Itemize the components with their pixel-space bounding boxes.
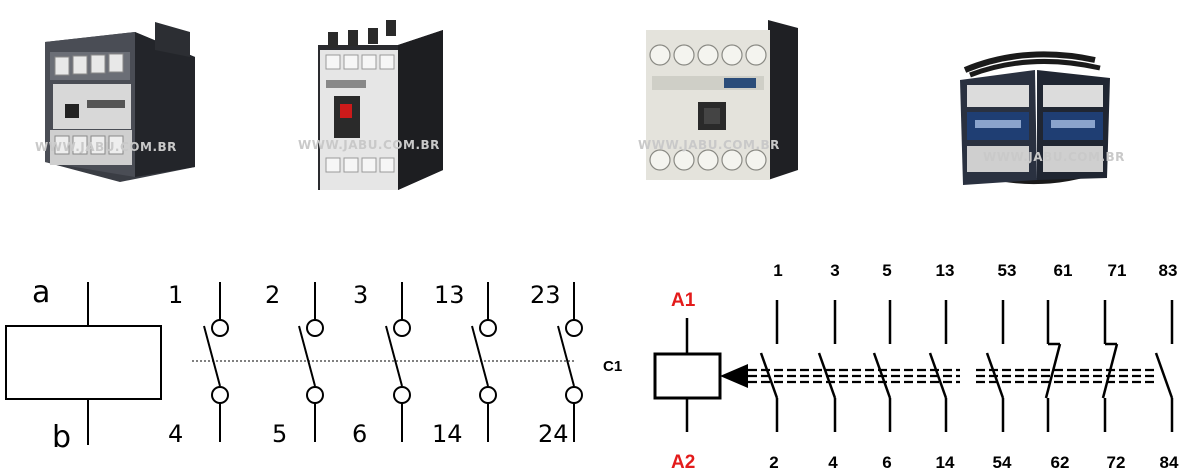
contact-top-label: 53 [998, 261, 1017, 280]
contact-bottom-label: 5 [272, 420, 287, 448]
coil-name: C1 [603, 358, 622, 375]
contact-top-label: 2 [265, 281, 280, 309]
contact-5-6: 56 [872, 261, 892, 472]
contact-53-54: 53 54 [985, 261, 1017, 472]
contact-bottom-label: 72 [1107, 453, 1126, 472]
contact-bottom-label: 24 [538, 420, 569, 448]
watermark: WWW.JABU.COM.BR [983, 150, 1125, 164]
contact-bottom-label: 14 [432, 420, 463, 448]
contact-bottom-label: 84 [1160, 453, 1179, 472]
contact-13-14: 13 14 [432, 281, 497, 448]
contact-top-label: 1 [168, 281, 183, 309]
mechanical-linkage [748, 368, 1155, 384]
contactor-photo-3: WWW.JABU.COM.BR [638, 10, 808, 185]
contact-1-2: 12 [759, 261, 783, 472]
contact-top-label: 13 [936, 261, 955, 280]
coil-terminal-a1: A1 [671, 290, 696, 311]
contact-13-14: 13 14 [928, 261, 955, 472]
contact-top-label: 83 [1159, 261, 1178, 280]
coil-top-label: a [32, 275, 50, 310]
contact-bottom-label: 4 [828, 453, 838, 472]
coil-symbol [5, 282, 162, 445]
contact-bottom-label: 6 [352, 420, 367, 448]
watermark: WWW.JABU.COM.BR [35, 140, 177, 154]
contact-3-4: 34 [817, 261, 840, 472]
contact-2-5: 25 [265, 281, 324, 448]
contact-bottom-label: 4 [168, 420, 183, 448]
contact-top-label: 61 [1054, 261, 1073, 280]
contact-3-6: 36 [352, 281, 411, 448]
contact-bottom-label: 14 [936, 453, 955, 472]
contact-bottom-label: 62 [1051, 453, 1070, 472]
coil-symbol [653, 318, 748, 432]
contact-bottom-label: 54 [993, 453, 1012, 472]
contact-top-label: 3 [353, 281, 368, 309]
contactor-photo-4: WWW.JABU.COM.BR [945, 40, 1124, 190]
contactor-photo-2: WWW.JABU.COM.BR [298, 10, 458, 195]
contact-top-label: 13 [434, 281, 465, 309]
contact-top-label: 3 [830, 261, 839, 280]
contact-top-label: 71 [1108, 261, 1127, 280]
contact-23-24: 23 24 [530, 281, 583, 448]
contact-1-4: 14 [168, 281, 229, 448]
contact-61-62: 61 62 [1044, 261, 1073, 472]
contact-top-label: 5 [882, 261, 891, 280]
contactor-photo-1: WWW.JABU.COM.BR [25, 12, 200, 182]
watermark: WWW.JABU.COM.BR [298, 138, 440, 152]
watermark: WWW.JABU.COM.BR [638, 138, 780, 152]
actuator-arrow-icon [720, 364, 748, 388]
contact-bottom-label: 6 [882, 453, 891, 472]
contact-bottom-label: 2 [769, 453, 778, 472]
coil-bottom-label: b [52, 420, 71, 455]
contact-top-label: 23 [530, 281, 561, 309]
coil-terminal-a2: A2 [671, 452, 695, 472]
contact-83-84: 83 84 [1154, 261, 1179, 472]
contact-top-label: 1 [773, 261, 782, 280]
contact-71-72: 71 72 [1101, 261, 1127, 472]
